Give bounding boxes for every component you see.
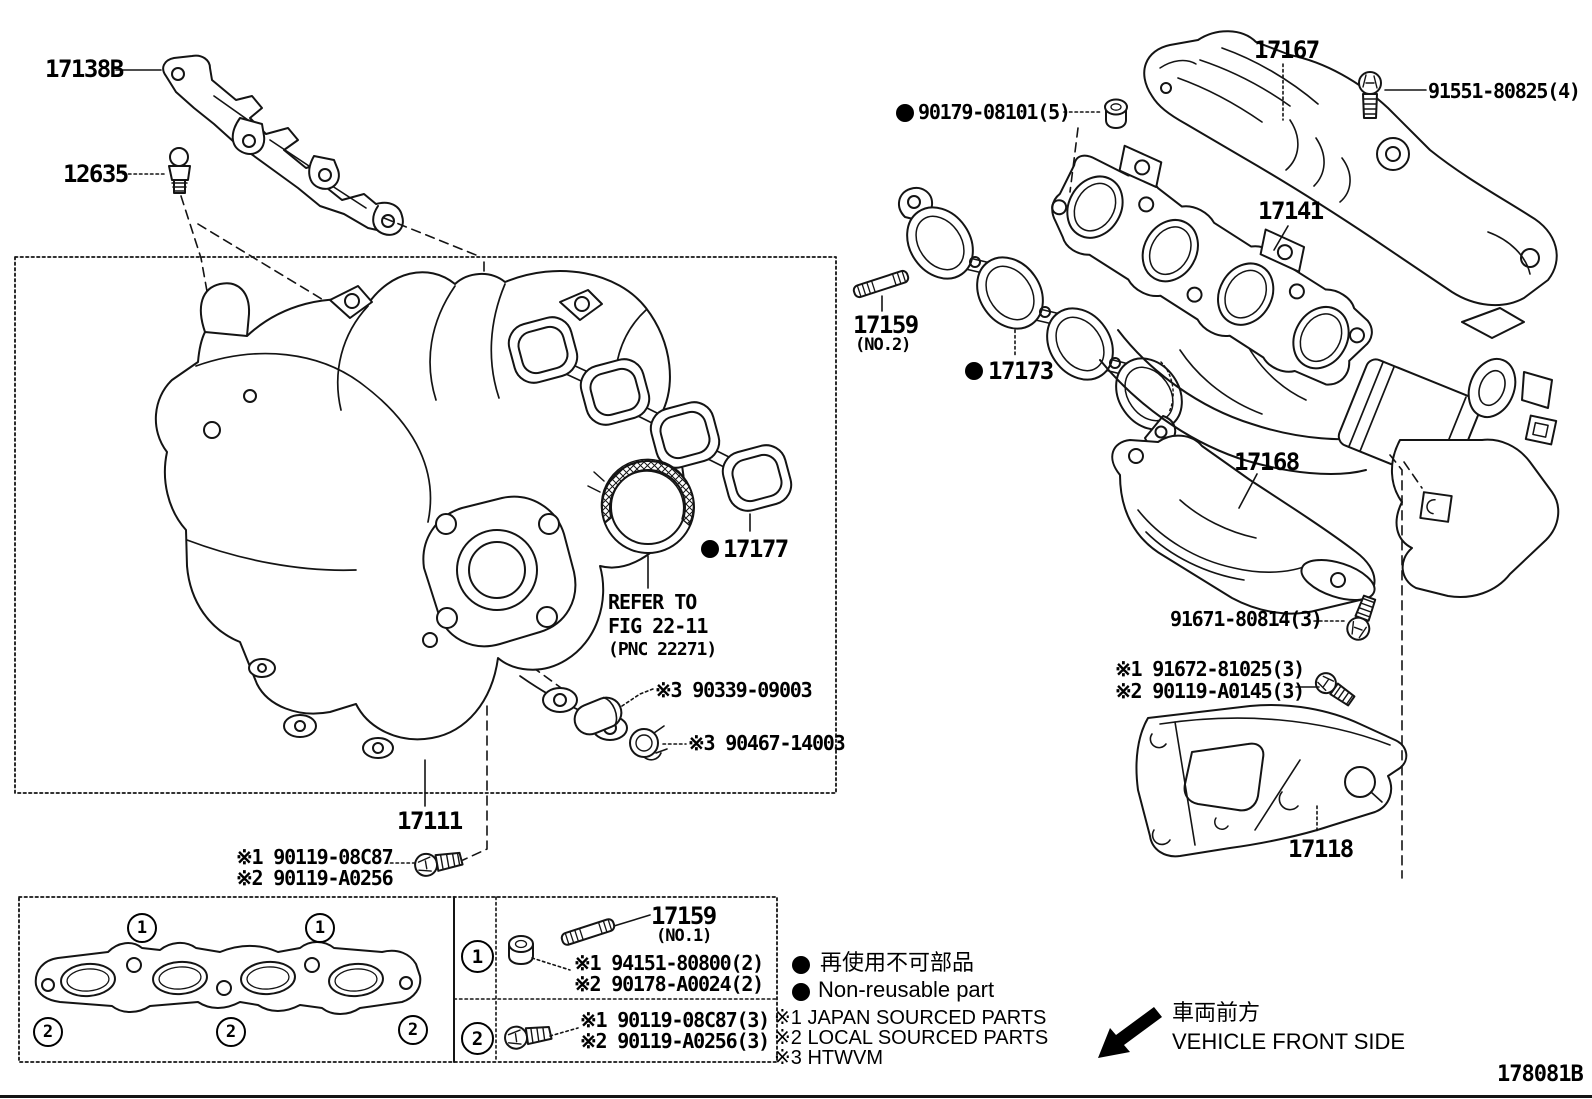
label-91672: ※1 91672-81025(3) bbox=[1115, 657, 1305, 681]
heat-shield-17167-part bbox=[1143, 30, 1558, 307]
stud-17159-no1-icon bbox=[560, 918, 616, 946]
label-17168: 17168 bbox=[1234, 448, 1300, 476]
label-90119-A0256: ※2 90119-A0256 bbox=[236, 866, 394, 890]
assembly-dashes-right bbox=[1069, 127, 1423, 879]
label-17167: 17167 bbox=[1254, 36, 1320, 64]
gasket-callout: 2 bbox=[33, 1017, 63, 1047]
bolt-91551-part bbox=[1358, 71, 1382, 119]
label-94151: ※1 94151-80800(2) bbox=[574, 951, 764, 975]
nonreusable-dot-icon bbox=[792, 956, 810, 974]
label-17111: 17111 bbox=[397, 807, 463, 835]
nonreusable-dot-icon bbox=[792, 983, 810, 1001]
label-90119-08C87-3: ※1 90119-08C87(3) bbox=[580, 1008, 770, 1032]
nut-94151-icon bbox=[508, 935, 534, 965]
stud-17159-no2-part bbox=[852, 269, 910, 299]
label-17173: 17173 bbox=[988, 357, 1054, 385]
bolt-12635-part bbox=[168, 147, 191, 194]
label-91551-80825: 91551-80825(4) bbox=[1428, 79, 1581, 103]
nonreusable-dot-icon bbox=[701, 540, 719, 558]
label-17159-no1-sub: (NO.1) bbox=[656, 926, 712, 946]
legend-note-1: ※1 JAPAN SOURCED PARTS bbox=[774, 1007, 1047, 1029]
intake-gasket-17177-part bbox=[507, 316, 793, 512]
gasket-callout: 1 bbox=[305, 913, 335, 943]
table-gasket-part bbox=[34, 941, 422, 1015]
plug-90339-part bbox=[573, 696, 623, 736]
vehicle-front-arrow-icon bbox=[1098, 1007, 1162, 1058]
bolt-row2-icon bbox=[504, 1025, 553, 1050]
bracket-17118-part bbox=[1135, 703, 1408, 858]
label-91671: 91671-80814(3) bbox=[1170, 607, 1323, 631]
direction-en: VEHICLE FRONT SIDE bbox=[1172, 1029, 1406, 1054]
bolt-90119-part bbox=[414, 851, 464, 877]
legend-nonreusable-jp: 再使用不可部品 bbox=[820, 950, 975, 975]
legend-note-3: ※3 HTWVM bbox=[774, 1047, 883, 1069]
legend-nonreusable-en: Non-reusable part bbox=[818, 977, 995, 1002]
label-17159-no2-sub: (NO.2) bbox=[855, 335, 911, 355]
label-17177: 17177 bbox=[723, 535, 789, 563]
label-90119-A0256-3: ※2 90119-A0256(3) bbox=[580, 1029, 770, 1053]
bolt-91671-part bbox=[1346, 594, 1377, 641]
table-row1-callout: 1 bbox=[461, 940, 494, 973]
refer-line1: REFER TO bbox=[608, 590, 697, 614]
label-17159-no2: 17159 bbox=[853, 311, 919, 339]
hardware-table bbox=[18, 896, 778, 1063]
throttle-mesh-gasket-part bbox=[587, 458, 695, 554]
label-90119-08C87: ※1 90119-08C87 bbox=[236, 845, 394, 869]
label-90179-08101: 90179-08101(5) bbox=[918, 100, 1071, 124]
label-17138B: 17138B bbox=[45, 55, 124, 83]
refer-line2: FIG 22-11 bbox=[608, 614, 708, 638]
gasket-callout: 2 bbox=[398, 1015, 428, 1045]
label-17159-no1: 17159 bbox=[651, 902, 717, 930]
exhaust-gasket-17173-part bbox=[898, 187, 1183, 448]
direction-jp: 車両前方 bbox=[1172, 1000, 1261, 1025]
label-90178: ※2 90178-A0024(2) bbox=[574, 972, 764, 996]
figure-code: 178081B bbox=[1497, 1062, 1584, 1087]
label-leaders bbox=[115, 63, 1427, 1037]
gasket-callout: 1 bbox=[127, 913, 157, 943]
label-90467: ※3 90467-14003 bbox=[688, 731, 846, 755]
clamp-90467-part bbox=[629, 725, 668, 761]
label-17141: 17141 bbox=[1258, 197, 1324, 225]
refer-line3: (PNC 22271) bbox=[608, 639, 717, 660]
exhaust-manifold-17141-part bbox=[1051, 144, 1560, 598]
nut-90179-part bbox=[1104, 98, 1128, 129]
bolt-91672-part bbox=[1314, 672, 1356, 707]
heat-shield-17168-part bbox=[1111, 434, 1376, 615]
table-row2-callout: 2 bbox=[461, 1022, 494, 1055]
nonreusable-dot-icon bbox=[965, 362, 983, 380]
label-90119-A0145: ※2 90119-A0145(3) bbox=[1115, 679, 1305, 703]
label-17118: 17118 bbox=[1288, 835, 1354, 863]
label-refer-to: REFER TO FIG 22-11 (PNC 22271) bbox=[608, 590, 717, 662]
label-12635: 12635 bbox=[63, 160, 129, 188]
legend-note-2: ※2 LOCAL SOURCED PARTS bbox=[774, 1027, 1049, 1049]
gasket-callout: 2 bbox=[216, 1017, 246, 1047]
bracket-17138B-part bbox=[162, 54, 404, 236]
label-90339: ※3 90339-09003 bbox=[655, 678, 813, 702]
nonreusable-dot-icon bbox=[896, 104, 914, 122]
